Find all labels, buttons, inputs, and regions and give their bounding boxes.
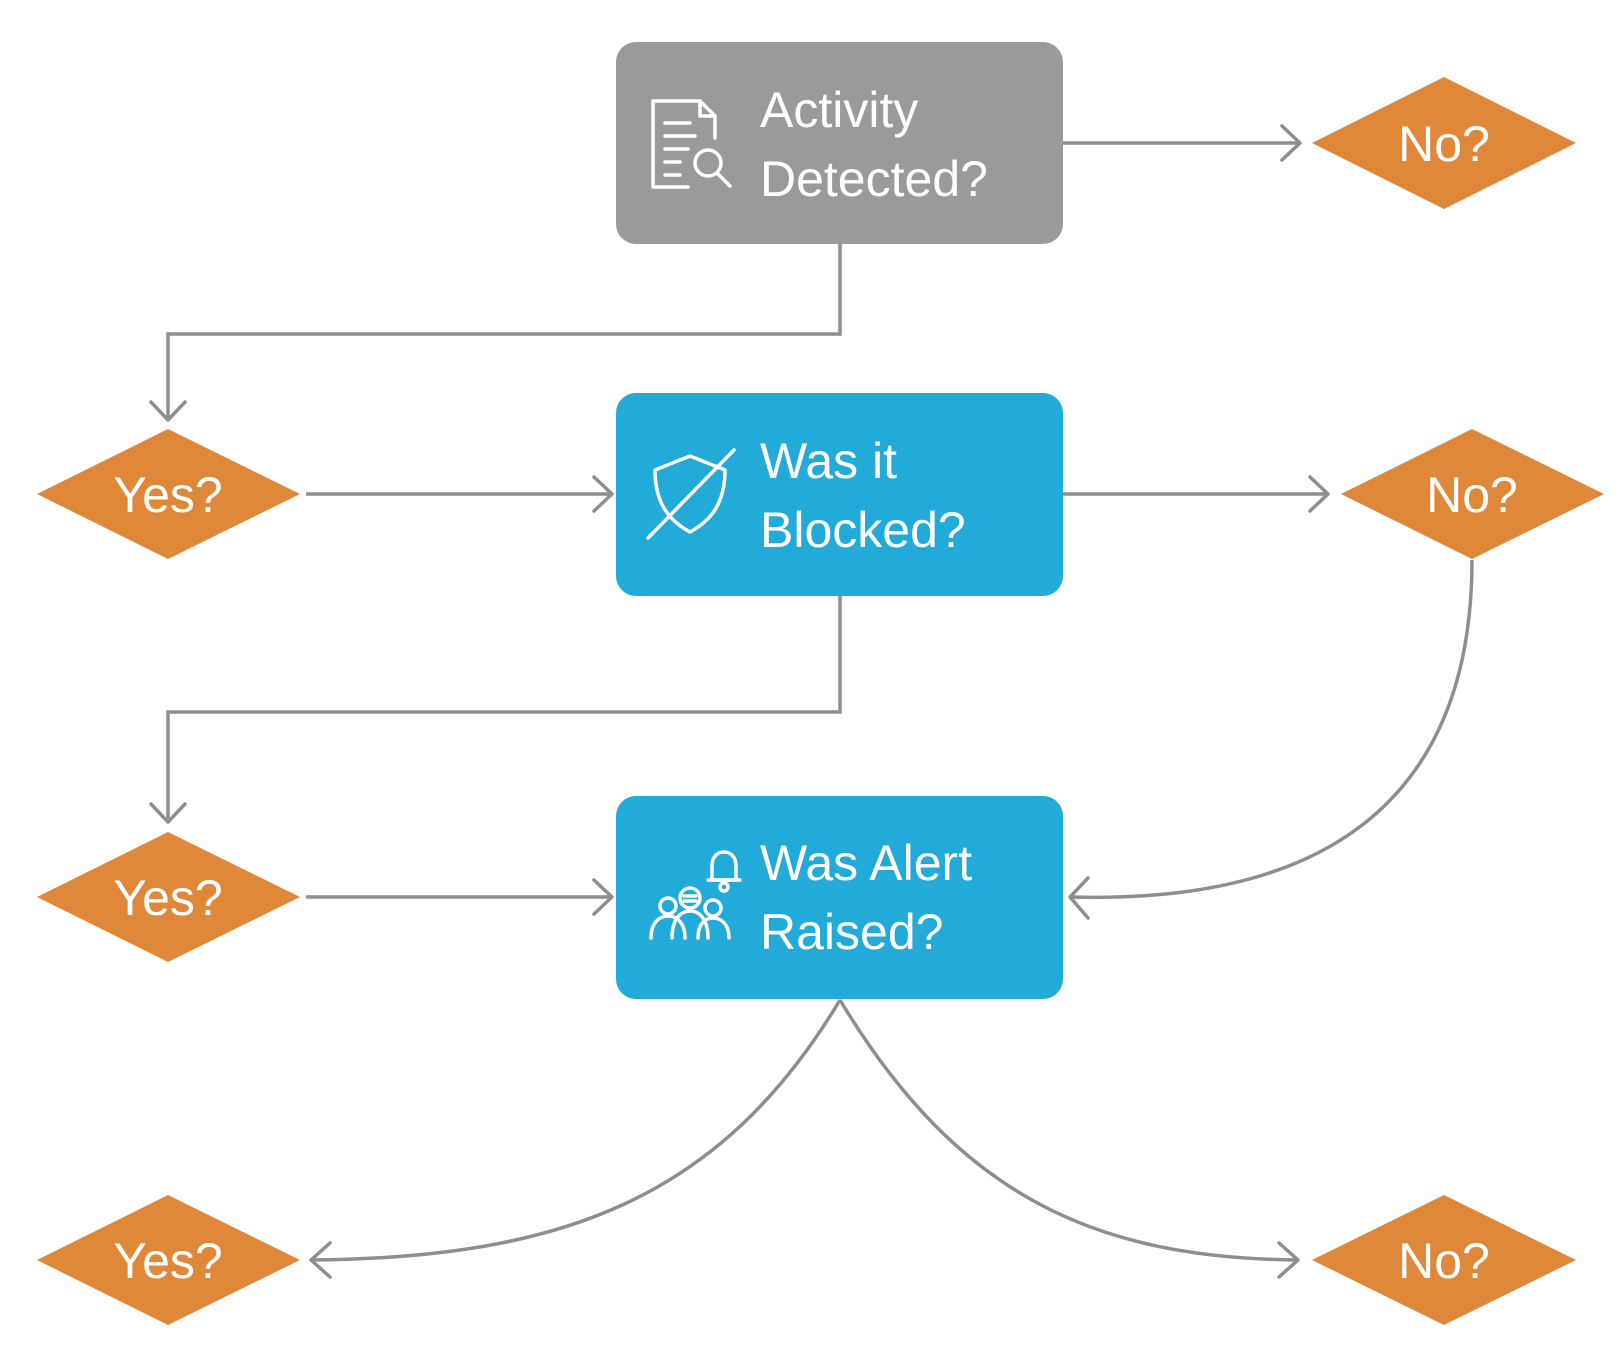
document-search-icon: [651, 99, 732, 189]
decision-no-blocked-label: No?: [1426, 467, 1518, 523]
edge-blocked-to-no: [1063, 475, 1330, 513]
decision-yes-blocked: Yes?: [37, 832, 300, 962]
node-blocked-line2: Blocked?: [760, 502, 966, 558]
edge-blocked-to-yes: [149, 596, 842, 824]
decision-yes-blocked-label: Yes?: [113, 870, 222, 926]
edge-alert-to-yes: [309, 999, 842, 1279]
node-alert-line2: Raised?: [760, 904, 943, 960]
edge-activity-to-yes: [149, 244, 842, 422]
node-activity-line2: Detected?: [760, 151, 988, 207]
shield-slash-icon: [646, 448, 736, 540]
alert-people-icon: [649, 850, 742, 940]
decision-yes-alert-label: Yes?: [113, 1233, 222, 1289]
decision-no-activity-label: No?: [1398, 116, 1490, 172]
node-was-it-blocked: Was it Blocked?: [616, 393, 1063, 596]
edge-activity-to-no: [1063, 124, 1302, 162]
connectors: [149, 124, 1474, 1279]
node-alert-line1: Was Alert: [760, 835, 972, 891]
decision-no-activity: No?: [1312, 77, 1576, 209]
edge-alert-to-no: [838, 999, 1300, 1279]
decision-no-alert: No?: [1312, 1195, 1576, 1325]
decision-yes-activity-label: Yes?: [113, 467, 222, 523]
decision-no-alert-label: No?: [1398, 1233, 1490, 1289]
edge-yes-to-blocked: [306, 475, 614, 513]
node-activity-line1: Activity: [760, 82, 918, 138]
edge-yes-to-alert: [306, 878, 614, 916]
decision-no-blocked: No?: [1341, 429, 1604, 559]
decision-yes-activity: Yes?: [37, 429, 300, 559]
node-activity-detected: Activity Detected?: [616, 42, 1063, 244]
node-blocked-line1: Was it: [760, 433, 897, 489]
decision-yes-alert: Yes?: [37, 1195, 300, 1325]
edge-no-to-alert: [1068, 559, 1474, 920]
node-was-alert-raised: Was Alert Raised?: [616, 796, 1063, 999]
